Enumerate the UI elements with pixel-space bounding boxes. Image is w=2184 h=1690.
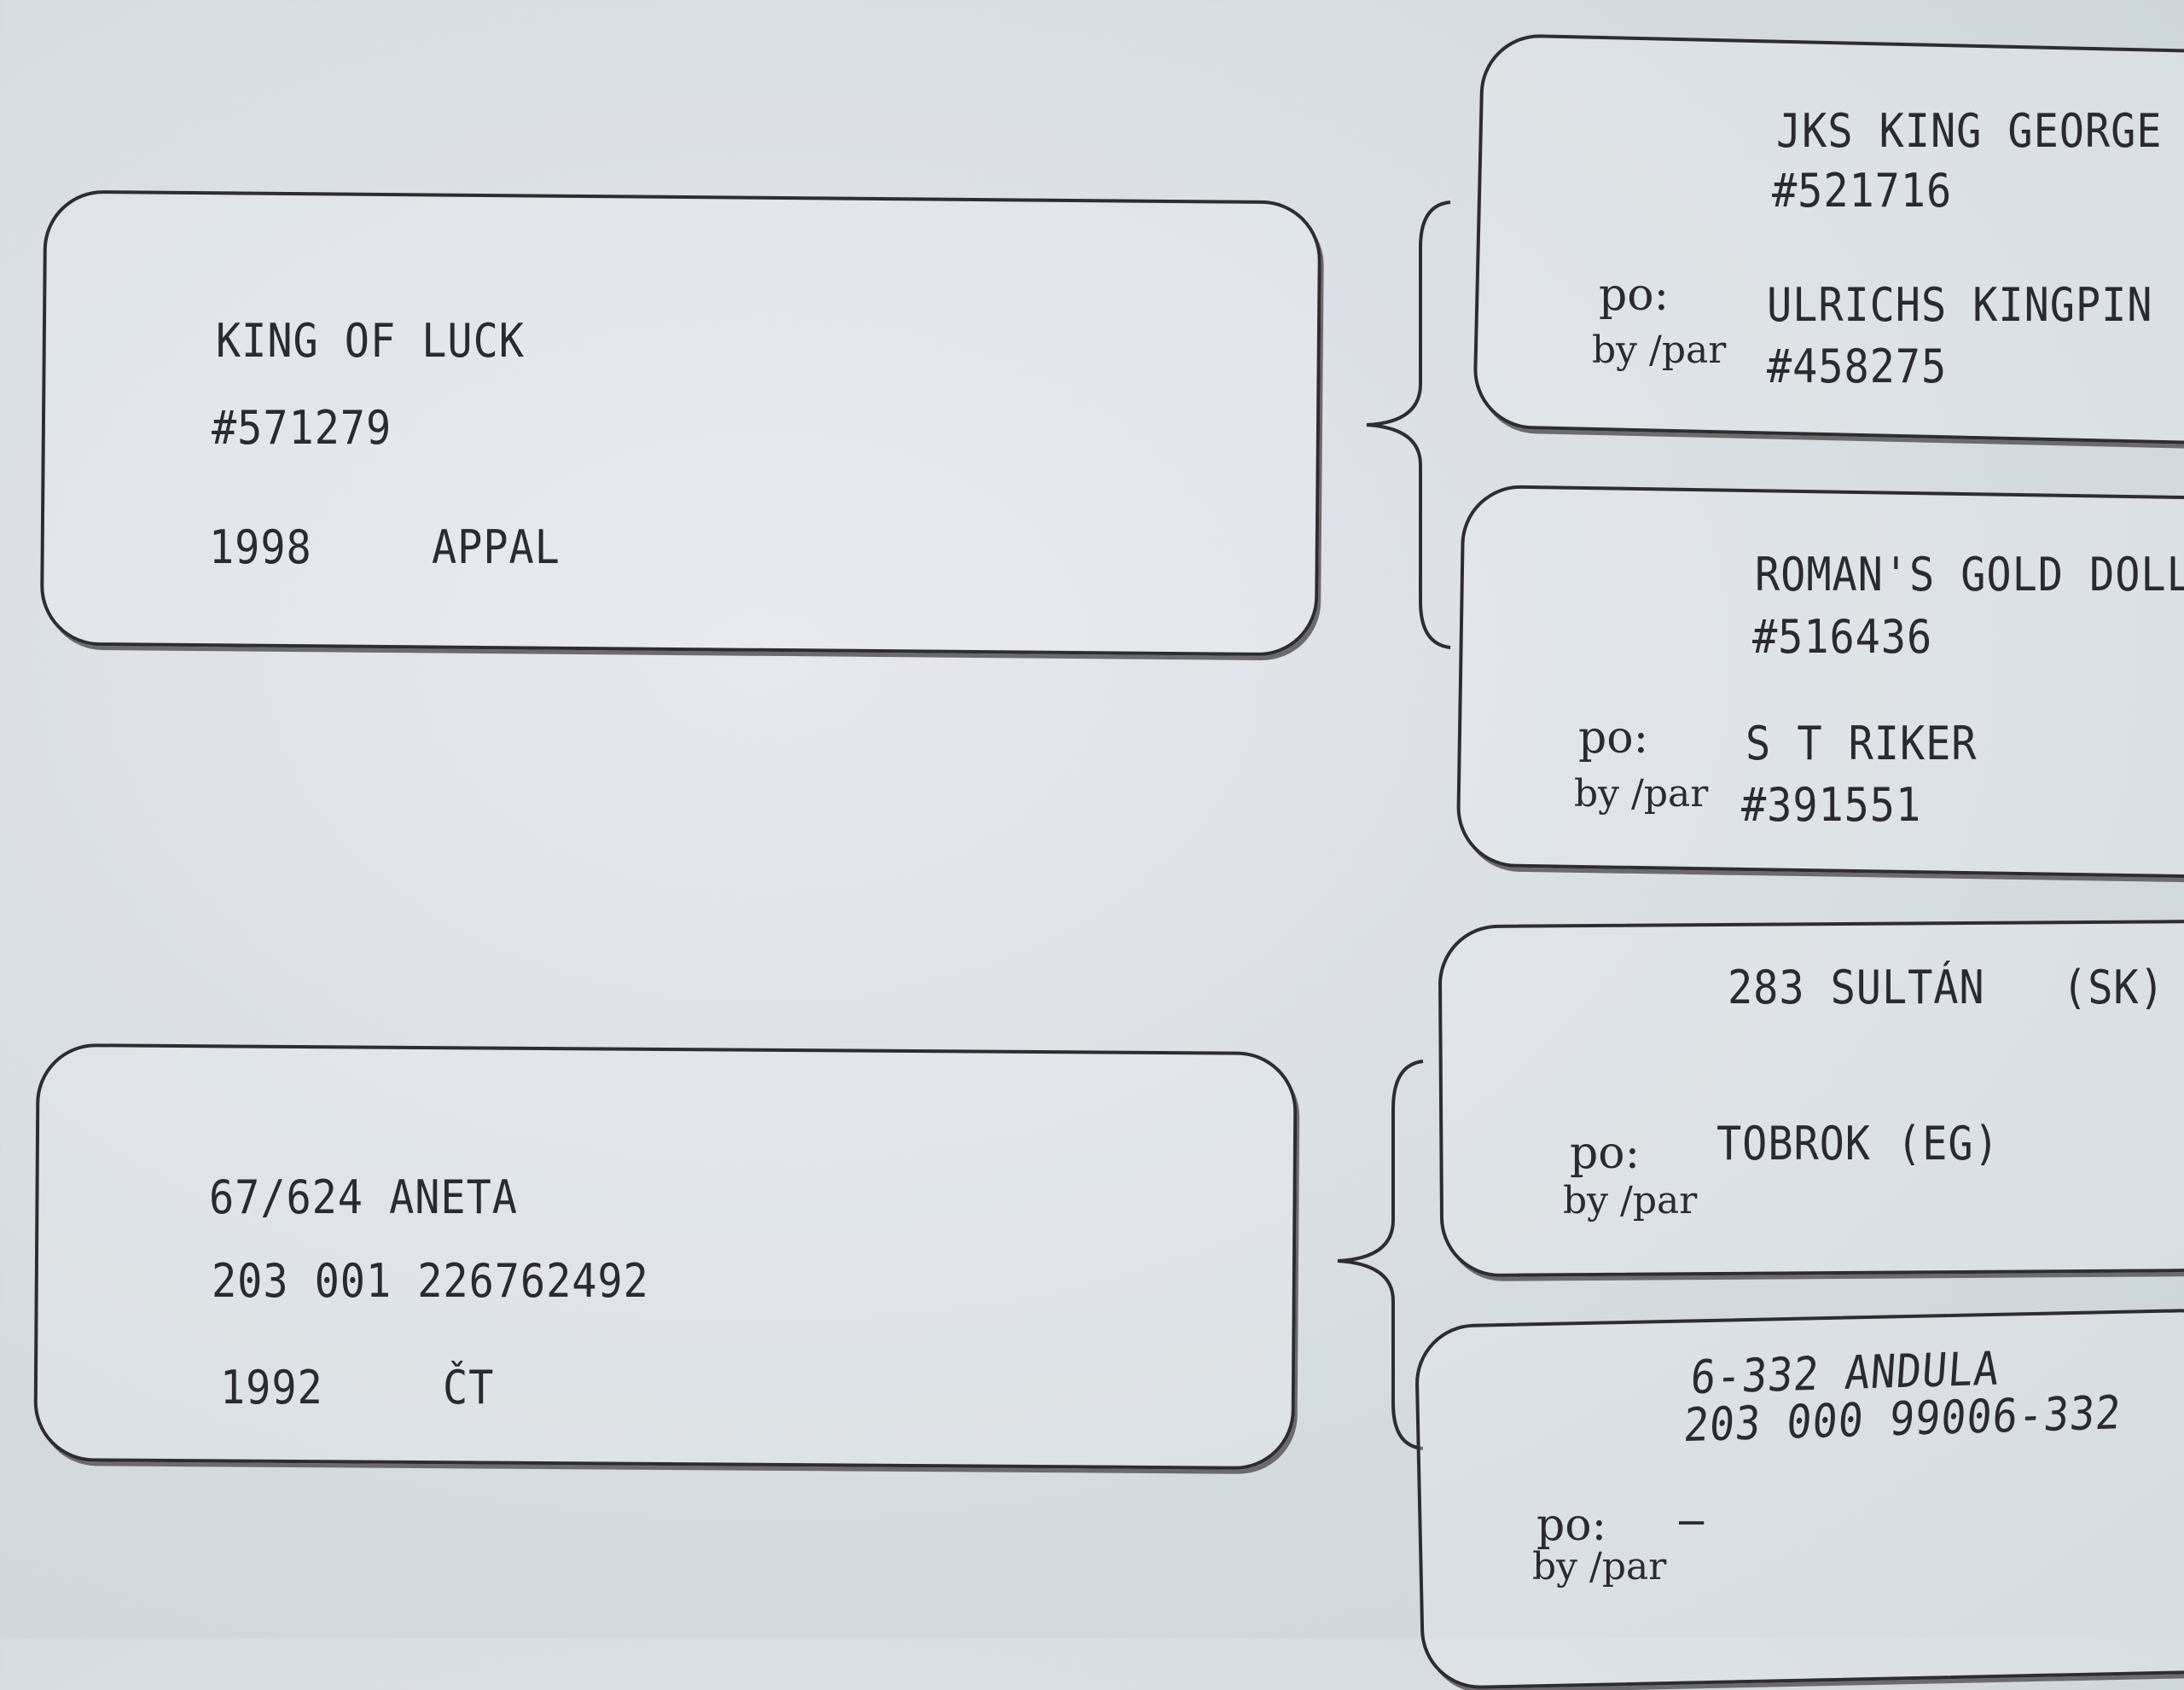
- ancestor-reg: #521716: [1772, 164, 1953, 218]
- dam-breed: ČT: [443, 1361, 495, 1414]
- upper-brace: [1366, 200, 1451, 649]
- po-label: po:: [1536, 1500, 1607, 1551]
- lower-brace: [1337, 1060, 1424, 1450]
- pedigree-braces: [1337, 200, 1451, 1450]
- ancestor-by-name: TOBROK (EG): [1716, 1117, 2000, 1170]
- ancestor-name: 283 SULTÁN (SK): [1728, 961, 2165, 1014]
- dam-year: 1992: [220, 1361, 323, 1414]
- sire-year: 1998: [209, 520, 312, 574]
- po-label: po:: [1570, 1128, 1641, 1179]
- ancestor-by-reg: #391551: [1741, 778, 1922, 832]
- po-label: po:: [1599, 270, 1670, 321]
- ancestor-reg: #516436: [1752, 610, 1933, 664]
- dam-name: 67/624 ANETA: [209, 1170, 518, 1224]
- ancestor-by-name: —: [1679, 1493, 1705, 1547]
- sire-reg: #571279: [212, 401, 392, 455]
- ancestor-by-name: ULRICHS KINGPIN: [1767, 278, 2153, 332]
- ancestor-name: JKS KING GEORGE: [1776, 104, 2163, 158]
- sire-breed: APPAL: [432, 520, 561, 574]
- sire-name: KING OF LUCK: [216, 314, 525, 368]
- ancestor-by-reg: #458275: [1767, 340, 1948, 393]
- dam-reg: 203 001 226762492: [212, 1254, 649, 1308]
- by-par-label: by /par: [1574, 772, 1709, 816]
- ancestor-name: ROMAN'S GOLD DOLL: [1755, 548, 2184, 601]
- po-label: po:: [1578, 712, 1649, 764]
- by-par-label: by /par: [1592, 328, 1727, 372]
- ancestor-by-name: S T RIKER: [1745, 717, 1978, 770]
- by-par-label: by /par: [1532, 1545, 1667, 1588]
- by-par-label: by /par: [1563, 1179, 1698, 1222]
